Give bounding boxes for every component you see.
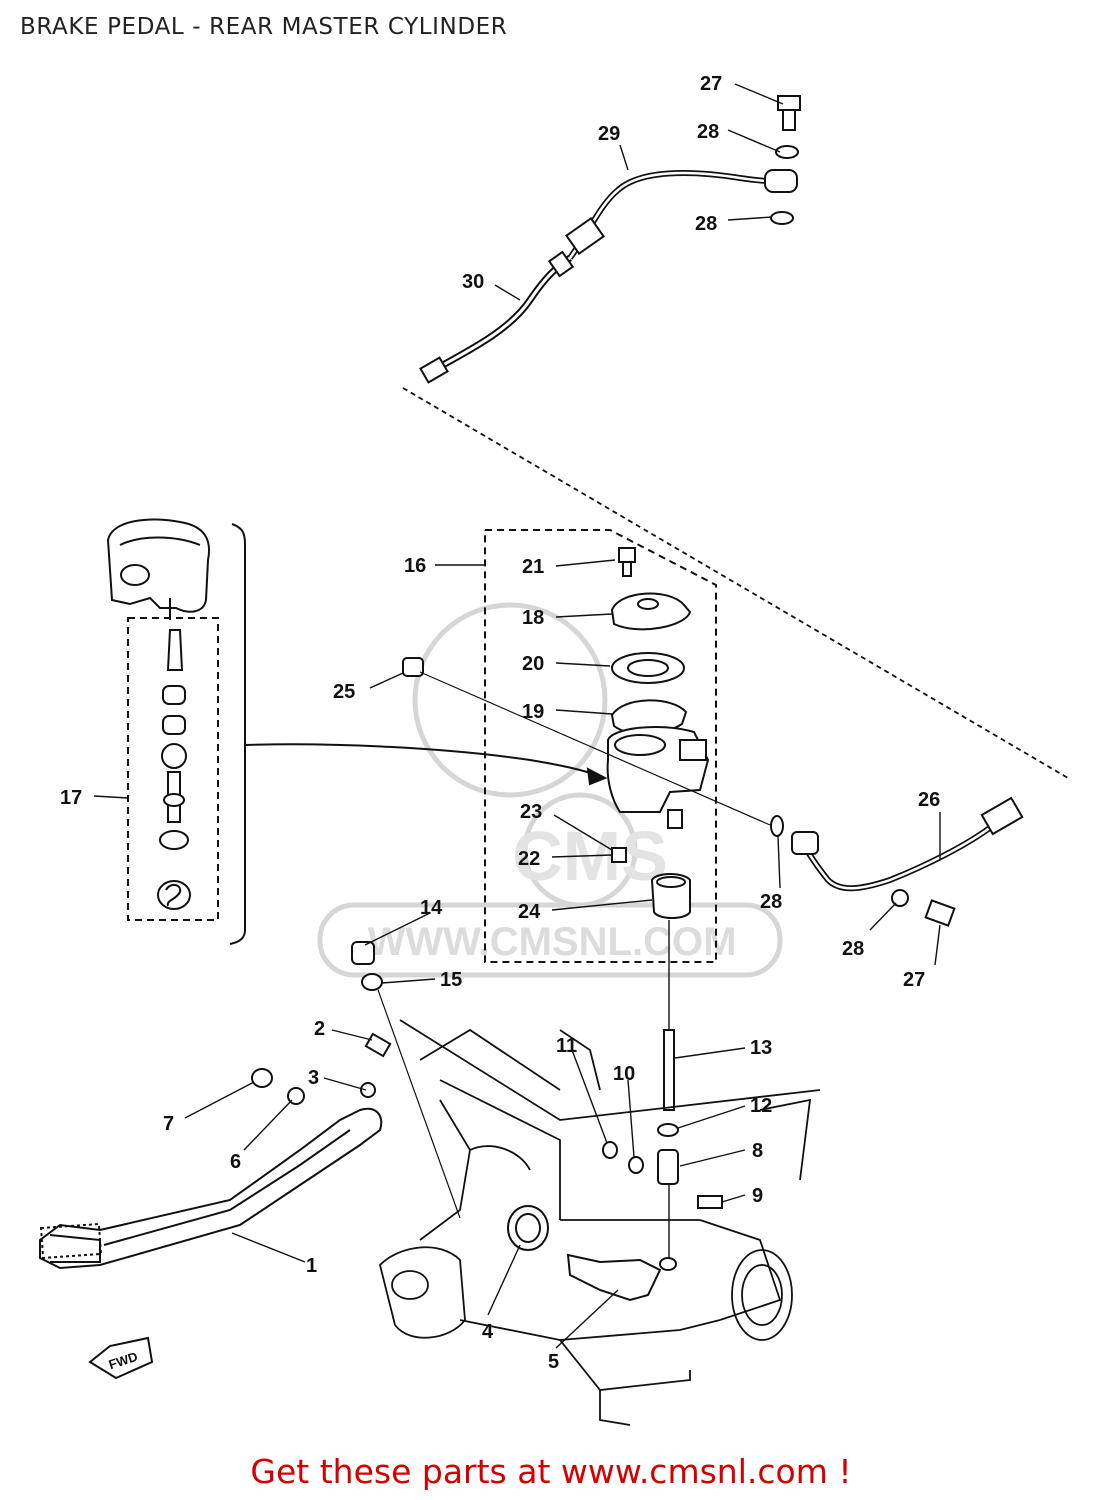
fwd-marker [88,1336,154,1380]
reference-line [402,387,1069,779]
overhaul-kit-box [127,617,219,921]
pin-9 [697,1195,723,1209]
callout-21: 21 [522,556,544,578]
gasket-28-top [775,145,799,159]
callout-12: 12 [750,1095,772,1117]
callout-22: 22 [518,848,540,870]
bracket-17 [229,523,246,945]
callout-15: 15 [440,969,462,991]
callout-9: 9 [752,1185,763,1207]
callout-1: 1 [306,1255,317,1277]
callout-27: 27 [903,969,925,991]
callout-4: 4 [482,1321,494,1343]
washer-10 [628,1156,644,1174]
watermark-text: WWW.CMSNL.COM [368,920,737,964]
callout-18: 18 [522,607,544,629]
reservoir-box-16 [484,529,717,963]
spring-4 [507,1205,549,1251]
callout-17: 17 [60,787,82,809]
assembly-arrow [244,743,606,779]
hose-fitting [419,356,449,384]
cap-18 [610,592,692,631]
gasket-28-right [891,889,909,907]
bolt-2 [364,1032,392,1058]
push-rod-13 [663,1029,675,1111]
cotter-pin-11 [602,1141,618,1159]
piston-kit [157,629,191,910]
callout-28: 28 [842,938,864,960]
callout-28: 28 [697,121,719,143]
gasket-28-left [770,815,784,837]
callout-20: 20 [522,653,544,675]
brake-pedal-1 [39,1107,383,1270]
brake-hose-26 [797,817,1002,892]
banjo-fitting [764,169,798,193]
callout-5: 5 [548,1351,559,1373]
callout-24: 24 [518,901,541,923]
nut-12 [657,1123,679,1137]
callout-30: 30 [462,271,484,293]
gasket-28-mid [770,211,794,225]
brake-pipe-29 [567,170,791,260]
callout-2: 2 [314,1018,325,1040]
callout-8: 8 [752,1140,763,1162]
master-cylinder-icon [106,518,210,620]
callout-14: 14 [420,897,443,919]
callout-28: 28 [760,891,782,913]
diaphragm-20 [611,652,685,684]
callout-27: 27 [700,73,722,95]
callout-23: 23 [520,801,542,823]
callout-7: 7 [163,1113,174,1135]
screw-21 [618,547,636,563]
nut-3 [360,1082,376,1098]
leader-lines [93,83,941,1349]
union-bolt-25 [402,657,424,677]
callout-labels: 27 28 29 28 30 16 21 18 20 25 19 17 26 2… [60,73,940,1373]
spacer-7 [251,1068,273,1088]
frame [379,1019,821,1426]
clevis-8 [657,1149,679,1185]
union-bolt-27-right [924,899,956,927]
callout-6: 6 [230,1151,241,1173]
callout-3: 3 [308,1067,319,1089]
callout-28: 28 [695,213,717,235]
callout-26: 26 [918,789,940,811]
callout-16: 16 [404,555,426,577]
callout-13: 13 [750,1037,772,1059]
watermark: WWW.CMSNL.COM CMS [317,602,783,978]
promo-banner[interactable]: Get these parts at www.cmsnl.com ! [250,1452,852,1491]
callout-29: 29 [598,123,620,145]
callout-10: 10 [613,1063,635,1085]
nut-22 [611,847,627,863]
page-title: BRAKE PEDAL - REAR MASTER CYLINDER [20,14,508,40]
callout-11: 11 [556,1035,577,1057]
washer-15 [361,973,383,991]
shaft-5 [566,1253,662,1302]
callout-25: 25 [333,681,355,703]
bolt-14 [351,941,375,965]
pedal-pad [39,1222,103,1260]
callout-19: 19 [522,701,544,723]
